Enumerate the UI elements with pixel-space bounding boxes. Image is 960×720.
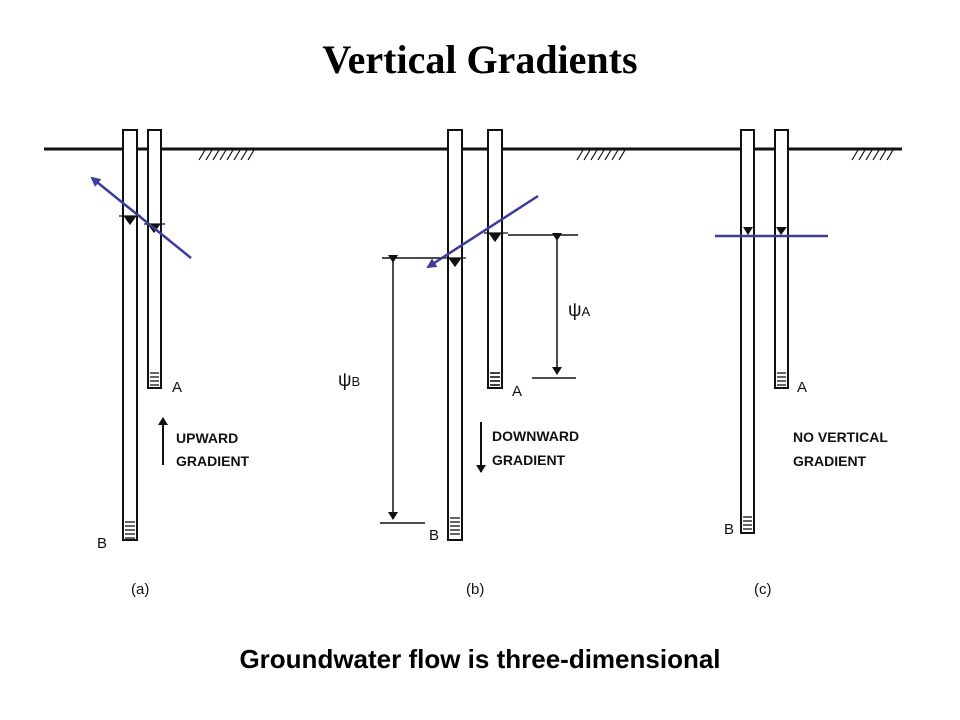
gradient-label-line2: GRADIENT xyxy=(492,452,566,468)
ground-hatching xyxy=(198,149,894,161)
head-subscript-a: A xyxy=(582,304,591,319)
psi-symbol: ψ xyxy=(338,370,352,391)
piezometer-b-label: B xyxy=(97,535,107,552)
piezometer-b-label: B xyxy=(724,521,734,538)
well-screen-b xyxy=(125,521,135,539)
slide-title: Vertical Gradients xyxy=(322,37,638,82)
panel-b: ψB ψA A B DOWNWARD GRADIENT (b) xyxy=(338,129,591,598)
well-screen-a xyxy=(150,372,159,386)
panel-label: (a) xyxy=(131,581,149,598)
water-level-marker-a xyxy=(484,232,508,243)
piezometer-a-label: A xyxy=(512,383,522,400)
gradient-label-line2: GRADIENT xyxy=(176,453,250,469)
head-label-a: ψA xyxy=(568,300,591,321)
piezometer-a-casing xyxy=(774,129,789,389)
psi-symbol: ψ xyxy=(568,300,582,321)
water-level-marker-a xyxy=(776,227,787,235)
panel-c: A B NO VERTICAL GRADIENT (c) xyxy=(715,129,888,598)
well-screen-b xyxy=(743,516,752,530)
piezometer-a-label: A xyxy=(797,379,807,396)
gradient-label-line2: GRADIENT xyxy=(793,453,867,469)
gradient-label-line1: DOWNWARD xyxy=(492,428,579,444)
panel-a: A B UPWARD GRADIENT (a) xyxy=(90,129,250,598)
annotation-arrow-a xyxy=(90,176,192,259)
water-level-marker-b xyxy=(444,257,466,268)
gradient-label-line1: UPWARD xyxy=(176,430,238,446)
head-subscript-b: B xyxy=(352,374,361,389)
gradient-label-line1: NO VERTICAL xyxy=(793,429,888,445)
annotation-arrow-b xyxy=(426,194,539,269)
piezometer-a-casing xyxy=(487,129,503,389)
piezometer-a-casing xyxy=(147,129,162,389)
water-level-marker-b xyxy=(743,227,753,235)
well-screen-a xyxy=(490,372,500,386)
piezometer-b-label: B xyxy=(429,527,439,544)
piezometer-b-casing xyxy=(447,129,463,541)
head-dimension-b xyxy=(380,255,444,524)
head-label-b: ψB xyxy=(338,370,360,391)
slide-caption: Groundwater flow is three-dimensional xyxy=(239,644,721,674)
head-dimension-a xyxy=(508,233,578,379)
panel-label: (b) xyxy=(466,581,484,598)
panel-label: (c) xyxy=(754,581,772,598)
well-screen-a xyxy=(777,372,786,386)
piezometer-b-casing xyxy=(740,129,755,534)
piezometer-b-casing xyxy=(122,129,138,541)
piezometer-a-label: A xyxy=(172,379,182,396)
well-screen-b xyxy=(450,517,460,535)
